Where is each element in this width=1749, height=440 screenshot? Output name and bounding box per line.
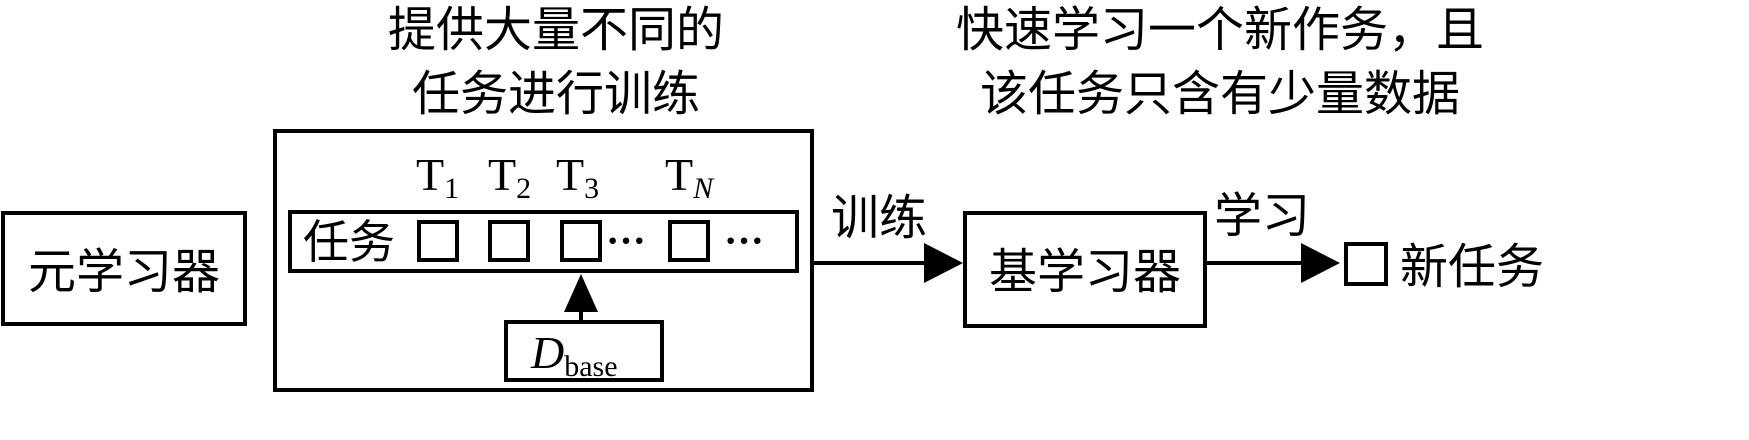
learn-arrow-label: 学习 [1214, 188, 1310, 244]
new-task-square [1344, 242, 1388, 286]
base-learner-label: 基学习器 [989, 244, 1181, 300]
task-header-2-base: T [488, 149, 516, 200]
task-header-n-base: T [665, 149, 693, 200]
caption-left-line2: 任务进行训练 [412, 66, 700, 122]
task-header-3-sub: 3 [584, 172, 599, 205]
task-header-2-sub: 2 [516, 172, 531, 205]
new-task: 新任务 [1344, 239, 1544, 295]
task-ellipsis-1: ··· [606, 218, 646, 263]
task-panel: T1 T2 T3 TN 任务 ··· ··· [273, 129, 814, 392]
task-header-1: T1 [416, 149, 459, 205]
train-arrow: 训练 [812, 190, 963, 283]
task-row: 任务 ··· ··· [288, 210, 799, 273]
task-square-n [668, 220, 710, 262]
task-row-label: 任务 [303, 215, 395, 269]
dataset-sub: base [564, 350, 617, 383]
train-arrow-label: 训练 [831, 190, 927, 246]
svg-text:T2: T2 [488, 149, 531, 205]
base-learner-box: 基学习器 [963, 211, 1207, 328]
svg-text:T1: T1 [416, 149, 459, 205]
caption-left-line1: 提供大量不同的 [388, 2, 724, 58]
dataset-base: D [530, 327, 564, 378]
task-square-1 [417, 220, 459, 262]
dataset-box: Dbase [504, 320, 664, 383]
svg-text:TN: TN [665, 149, 715, 205]
meta-learner-label: 元学习器 [28, 244, 220, 300]
task-header-3-base: T [556, 149, 584, 200]
task-header-2: T2 [488, 149, 531, 205]
task-header-n-sub: N [692, 172, 715, 205]
svg-text:Dbase: Dbase [530, 327, 618, 383]
dataset-arrowhead [564, 274, 598, 312]
task-header-3: T3 [556, 149, 599, 205]
task-header-n: TN [665, 149, 715, 205]
meta-learner-box: 元学习器 [1, 211, 247, 326]
task-ellipsis-2: ··· [724, 218, 764, 263]
learn-arrow: 学习 [1205, 188, 1340, 283]
task-square-2 [488, 220, 530, 262]
new-task-label: 新任务 [1400, 239, 1544, 295]
task-header-1-base: T [416, 149, 444, 200]
task-square-3 [560, 220, 602, 262]
caption-right-line1: 快速学习一个新作务，且 [956, 2, 1484, 58]
caption-right-line2: 该任务只含有少量数据 [980, 66, 1460, 122]
task-header-1-sub: 1 [444, 172, 459, 205]
svg-text:T3: T3 [556, 149, 599, 205]
